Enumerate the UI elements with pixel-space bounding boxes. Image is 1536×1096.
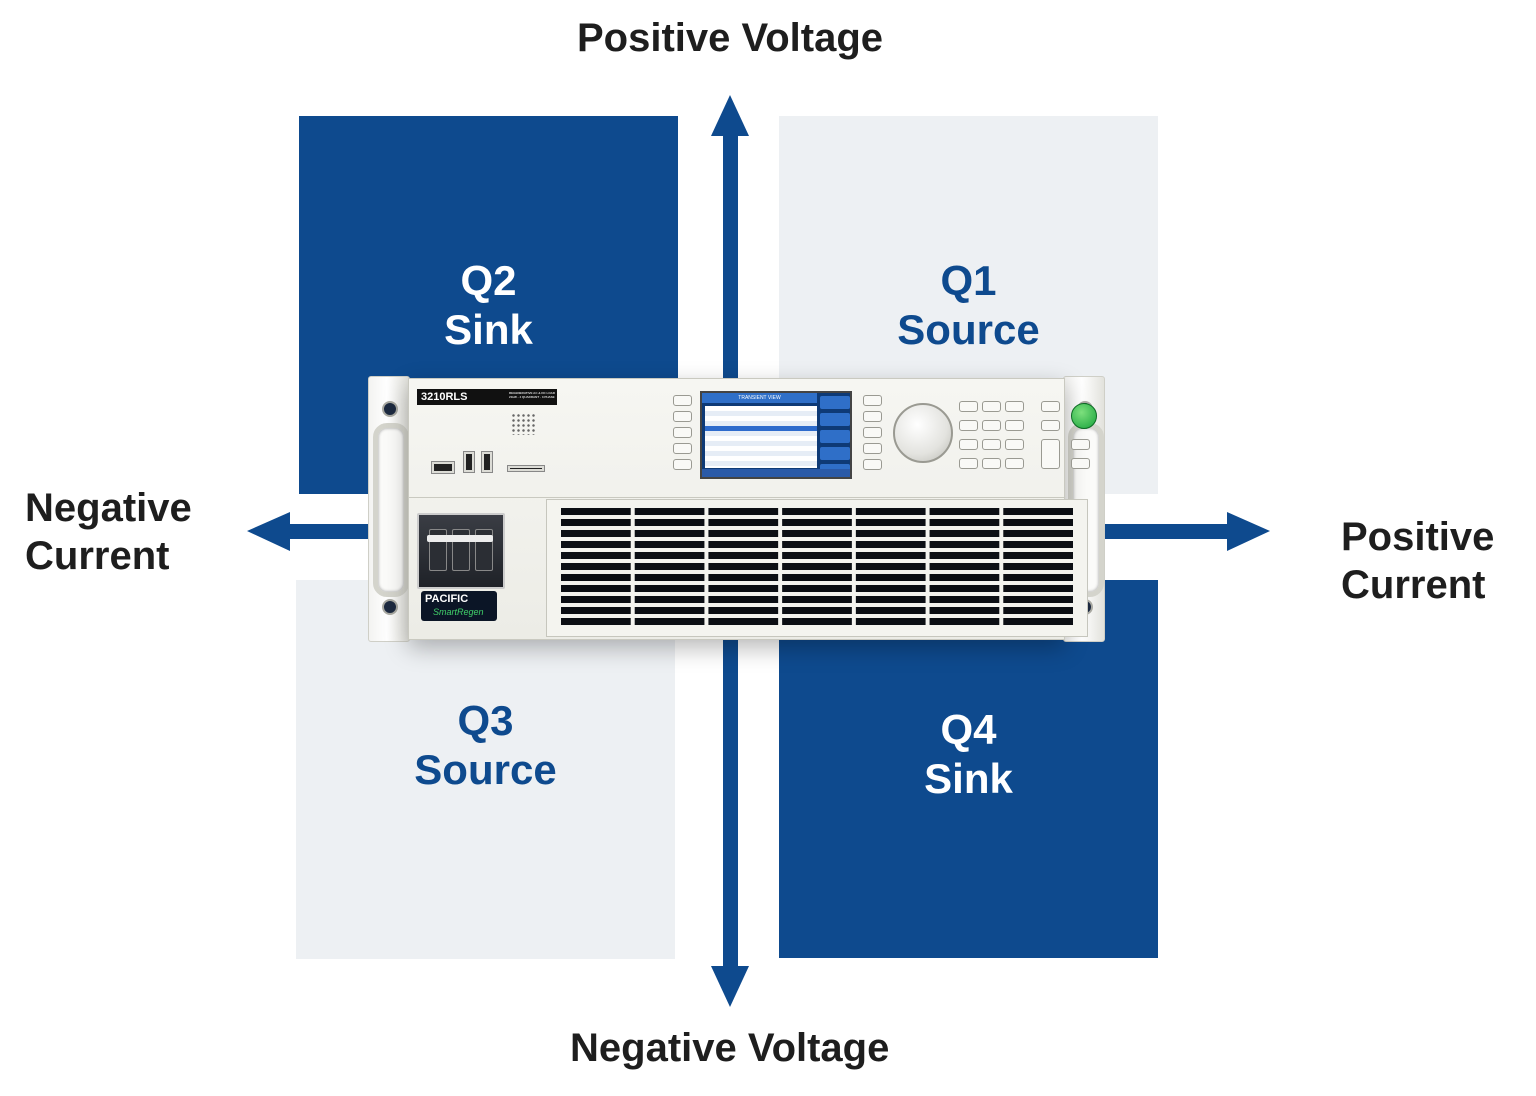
keypad-key[interactable] bbox=[982, 458, 1001, 469]
speaker-grille-icon bbox=[511, 413, 537, 435]
positive-current-line2: Current bbox=[1341, 563, 1486, 607]
soft-key[interactable] bbox=[863, 395, 882, 406]
arrow-right-head bbox=[1227, 512, 1270, 551]
model-name: 3210RLS bbox=[421, 391, 468, 403]
arrow-down-head bbox=[711, 966, 749, 1007]
soft-key[interactable] bbox=[863, 443, 882, 454]
mode-key[interactable] bbox=[673, 411, 692, 422]
keypad-key[interactable] bbox=[1005, 420, 1024, 431]
soft-key[interactable] bbox=[863, 459, 882, 470]
output-enable-button[interactable] bbox=[1071, 403, 1097, 429]
handle-icon bbox=[373, 423, 409, 597]
quadrant-q3-id: Q3 bbox=[457, 696, 514, 744]
soft-key[interactable] bbox=[863, 427, 882, 438]
lcd-soft-label bbox=[820, 447, 850, 460]
mode-key[interactable] bbox=[673, 459, 692, 470]
quadrant-q1-id: Q1 bbox=[940, 257, 997, 304]
arrow-left-head bbox=[247, 512, 290, 551]
model-subtitle: REGENERATIVE AC & DC LOAD 21kW - 4 QUADR… bbox=[509, 391, 556, 399]
rack-hole-icon bbox=[382, 599, 398, 615]
quadrant-q3: Q3 Source bbox=[296, 580, 675, 959]
enter-key[interactable] bbox=[1041, 439, 1060, 469]
quadrant-q2-id: Q2 bbox=[460, 257, 517, 304]
rack-hole-icon bbox=[382, 401, 398, 417]
negative-current-line2: Current bbox=[25, 534, 170, 578]
regenerative-load-device: 3210RLS REGENERATIVE AC & DC LOAD 21kW -… bbox=[368, 376, 1105, 642]
circuit-breaker-icon[interactable] bbox=[417, 513, 505, 589]
keypad-key[interactable] bbox=[982, 401, 1001, 412]
keypad-key[interactable] bbox=[982, 439, 1001, 450]
lcd-table bbox=[705, 406, 817, 468]
esc-key[interactable] bbox=[1041, 401, 1060, 412]
quadrant-q4: Q4 Sink bbox=[779, 580, 1158, 958]
keypad-key[interactable] bbox=[1005, 458, 1024, 469]
lcd-soft-label bbox=[820, 396, 850, 409]
quadrant-q2-mode: Sink bbox=[444, 306, 533, 353]
lcd-screen: TRANSIENT VIEW bbox=[700, 391, 852, 479]
vent-grille bbox=[546, 499, 1088, 637]
negative-current-label: Negative Current bbox=[25, 484, 192, 580]
mode-key[interactable] bbox=[673, 443, 692, 454]
negative-voltage-label: Negative Voltage bbox=[570, 1026, 890, 1070]
soft-key[interactable] bbox=[863, 411, 882, 422]
positive-current-line1: Positive bbox=[1341, 515, 1495, 559]
keypad-key[interactable] bbox=[959, 401, 978, 412]
keypad-key[interactable] bbox=[959, 439, 978, 450]
arrow-up-head bbox=[711, 95, 749, 136]
keypad-key[interactable] bbox=[959, 458, 978, 469]
lcd-status-bar bbox=[702, 469, 850, 477]
hdmi-port-icon bbox=[431, 461, 455, 474]
rotary-knob-icon[interactable] bbox=[893, 403, 953, 463]
lcd-soft-label bbox=[820, 430, 850, 443]
pacific-logo: PACIFIC SmartRegen bbox=[421, 591, 497, 621]
keypad-key[interactable] bbox=[1005, 439, 1024, 450]
model-tag: 3210RLS REGENERATIVE AC & DC LOAD 21kW -… bbox=[417, 389, 557, 405]
left-rack-ear bbox=[368, 376, 410, 642]
positive-voltage-label: Positive Voltage bbox=[577, 16, 884, 60]
logo-brand: PACIFIC bbox=[425, 593, 469, 605]
lcd-title: TRANSIENT VIEW bbox=[702, 393, 817, 403]
keypad-key[interactable] bbox=[959, 420, 978, 431]
front-panel: 3210RLS REGENERATIVE AC & DC LOAD 21kW -… bbox=[408, 378, 1097, 640]
keypad-key[interactable] bbox=[1005, 401, 1024, 412]
quadrant-q3-mode: Source bbox=[414, 745, 557, 793]
usb-port-icon bbox=[463, 451, 475, 473]
vent-slots-icon bbox=[561, 508, 1073, 625]
usb-port-icon bbox=[481, 451, 493, 473]
quadrant-q4-mode: Sink bbox=[924, 755, 1013, 802]
sd-card-slot-icon bbox=[507, 465, 545, 472]
local-key[interactable] bbox=[1071, 439, 1090, 450]
negative-current-line1: Negative bbox=[25, 486, 192, 530]
positive-current-label: Positive Current bbox=[1341, 513, 1494, 609]
lcd-soft-label bbox=[820, 413, 850, 426]
keypad-key[interactable] bbox=[982, 420, 1001, 431]
mode-key[interactable] bbox=[673, 395, 692, 406]
backspace-key[interactable] bbox=[1041, 420, 1060, 431]
panel-divider bbox=[409, 497, 1064, 498]
quadrant-q1-mode: Source bbox=[897, 306, 1040, 353]
mode-key[interactable] bbox=[673, 427, 692, 438]
quadrant-q4-id: Q4 bbox=[940, 706, 997, 753]
logo-line: SmartRegen bbox=[433, 607, 484, 617]
phase-key[interactable] bbox=[1071, 458, 1090, 469]
